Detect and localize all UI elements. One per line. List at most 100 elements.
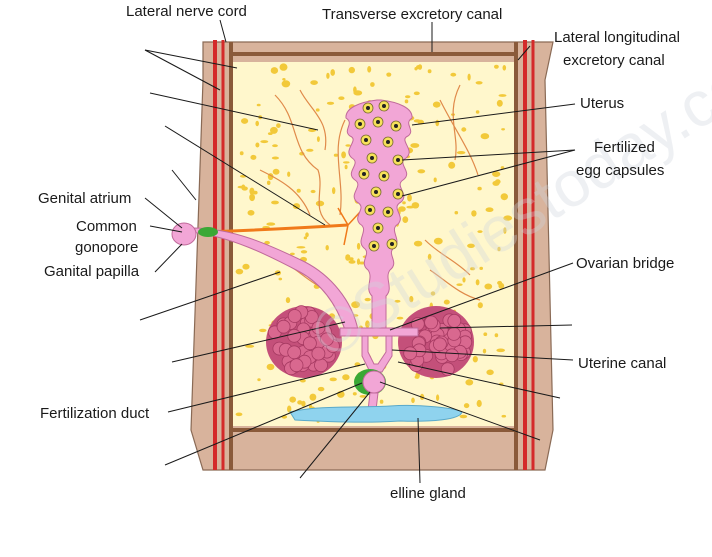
yolk-dot xyxy=(406,205,415,209)
yolk-dot xyxy=(467,73,471,81)
ovary-lobule xyxy=(287,309,302,323)
label-common-2: gonopore xyxy=(75,239,138,256)
yolk-dot xyxy=(477,302,483,309)
label-ovarian-bridge: Ovarian bridge xyxy=(576,255,674,272)
yolk-dot xyxy=(289,396,297,403)
yolk-dot xyxy=(344,164,348,170)
yolk-dot xyxy=(407,194,412,202)
yolk-dot xyxy=(306,148,314,152)
ovarian-bridge xyxy=(339,327,419,337)
yolk-dot xyxy=(448,161,456,169)
label-fertilization-duct: Fertilization duct xyxy=(40,405,150,422)
yolk-dot xyxy=(316,136,320,143)
yolk-dot xyxy=(456,151,466,155)
yolk-dot xyxy=(494,333,499,338)
yolk-dot xyxy=(443,299,450,305)
label-uterus: Uterus xyxy=(580,95,624,112)
yolk-dot xyxy=(394,299,401,303)
yolk-dot xyxy=(365,320,370,328)
yolk-dot xyxy=(292,203,301,210)
vitelline-gland xyxy=(289,404,463,423)
label-transverse-excretory-canal: Transverse excretory canal xyxy=(322,6,502,23)
yolk-dot xyxy=(356,258,361,265)
yolk-dot xyxy=(410,143,420,148)
yolk-dot xyxy=(500,166,505,170)
yolk-dot xyxy=(351,301,360,309)
yolk-dot xyxy=(484,283,493,290)
yolk-dot xyxy=(486,369,494,376)
yolk-dot xyxy=(496,348,506,353)
yolk-dot xyxy=(338,96,345,100)
yolk-dot xyxy=(500,193,508,201)
yolk-dot xyxy=(413,119,421,123)
yolk-dot xyxy=(475,81,483,85)
yolk-dot xyxy=(272,168,280,175)
yolk-dot xyxy=(260,140,269,144)
ovary-right xyxy=(398,306,474,378)
yolk-dot xyxy=(414,375,419,379)
egg-embryo xyxy=(370,156,374,160)
yolk-dot xyxy=(501,128,505,131)
ootype xyxy=(362,370,386,394)
yolk-dot xyxy=(264,240,270,245)
yolk-dot xyxy=(342,374,350,381)
yolk-dot xyxy=(278,277,283,281)
yolk-dot xyxy=(364,297,371,302)
yolk-dot xyxy=(287,405,292,413)
yolk-dot xyxy=(297,400,303,405)
yolk-dot xyxy=(503,215,513,221)
yolk-dot xyxy=(497,246,501,252)
yolk-dot xyxy=(456,283,463,287)
egg-embryo xyxy=(376,226,380,230)
genital-atrium-ring xyxy=(198,227,218,237)
ovary-lobule xyxy=(424,315,439,330)
label-lateral-nerve-cord: Lateral nerve cord xyxy=(126,3,247,20)
yolk-dot xyxy=(413,240,423,247)
yolk-dot xyxy=(494,64,499,69)
yolk-dot xyxy=(305,232,309,238)
yolk-dot xyxy=(503,227,507,234)
yolk-dot xyxy=(285,297,291,304)
yolk-dot xyxy=(256,103,261,107)
yolk-dot xyxy=(326,72,330,79)
yolk-dot xyxy=(290,252,295,256)
yolk-dot xyxy=(502,65,507,71)
yolk-dot xyxy=(300,250,308,254)
ovary-lobule xyxy=(287,345,302,360)
ovary-lobule xyxy=(447,313,462,328)
yolk-dot xyxy=(463,403,470,409)
yolk-dot xyxy=(325,245,329,251)
yolk-dot xyxy=(259,328,267,333)
yolk-dot xyxy=(287,171,291,177)
yolk-dot xyxy=(250,154,257,160)
yolk-dot xyxy=(465,379,474,386)
yolk-dot xyxy=(270,67,279,74)
label-common-1: Common xyxy=(76,218,137,235)
egg-embryo xyxy=(396,158,400,162)
egg-embryo xyxy=(374,190,378,194)
yolk-dot xyxy=(409,295,414,303)
label-fertilized-2: egg capsules xyxy=(576,162,664,179)
yolk-dot xyxy=(433,177,437,183)
yolk-dot xyxy=(398,206,406,212)
yolk-dot xyxy=(343,161,350,164)
yolk-dot xyxy=(475,279,480,286)
yolk-dot xyxy=(477,230,483,234)
egg-embryo xyxy=(386,210,390,214)
yolk-dot xyxy=(402,201,406,205)
ovary-lobule xyxy=(446,326,461,341)
yolk-dot xyxy=(432,101,441,108)
egg-embryo xyxy=(364,138,368,142)
yolk-dot xyxy=(235,412,243,417)
yolk-dot xyxy=(427,253,432,260)
egg-embryo xyxy=(362,172,366,176)
yolk-dot xyxy=(480,133,490,140)
yolk-dot xyxy=(296,188,301,193)
egg-embryo xyxy=(358,122,362,126)
ovary-lobule xyxy=(314,358,328,373)
yolk-dot xyxy=(249,187,255,195)
leader-lines xyxy=(139,19,576,484)
yolk-dot xyxy=(461,127,467,132)
ovary-lobule xyxy=(319,332,334,347)
egg-embryo xyxy=(376,120,380,124)
